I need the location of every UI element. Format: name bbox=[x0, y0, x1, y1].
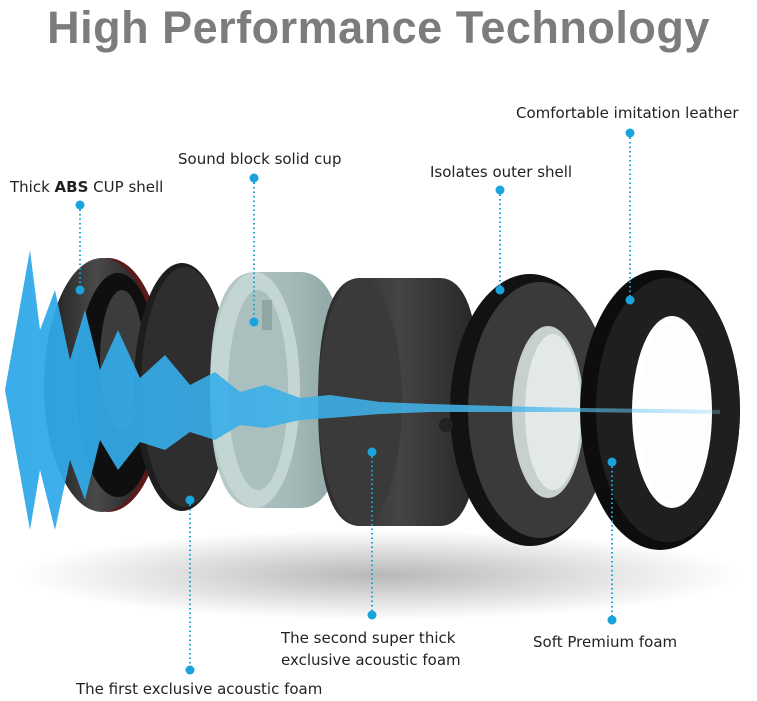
leader-dot bbox=[367, 610, 377, 620]
leader-dot bbox=[495, 185, 505, 195]
leader-dots bbox=[75, 128, 635, 675]
leader-dot bbox=[249, 173, 259, 183]
leader-dot bbox=[185, 495, 195, 505]
leader-dot bbox=[625, 295, 635, 305]
label-first-foam: The first exclusive acoustic foam bbox=[76, 680, 323, 698]
ground-shadow bbox=[20, 530, 740, 620]
leader-dot bbox=[75, 285, 85, 295]
label-sound-block: Sound block solid cup bbox=[178, 150, 342, 168]
label-abs-bold: ABS bbox=[54, 178, 89, 196]
leader-dot bbox=[607, 457, 617, 467]
sound-wave-graphic bbox=[5, 250, 720, 530]
label-second-foam-line2: exclusive acoustic foam bbox=[281, 651, 461, 669]
label-abs-cup-shell: Thick ABS CUP shell bbox=[10, 176, 163, 199]
leader-lines bbox=[79, 133, 631, 670]
leader-dot bbox=[625, 128, 635, 138]
label-leather: Comfortable imitation leather bbox=[516, 104, 739, 122]
leader-dot bbox=[607, 615, 617, 625]
label-soft-foam: Soft Premium foam bbox=[533, 633, 678, 651]
leader-dot bbox=[495, 285, 505, 295]
leader-dot bbox=[185, 665, 195, 675]
page-title: High Performance Technology bbox=[47, 2, 710, 53]
label-abs-suffix: CUP shell bbox=[88, 178, 164, 196]
label-isolates-shell: Isolates outer shell bbox=[430, 163, 573, 181]
label-second-foam-line1: The second super thick bbox=[281, 629, 456, 647]
leader-dot bbox=[367, 447, 377, 457]
leader-dot bbox=[249, 317, 259, 327]
leader-dot bbox=[75, 200, 85, 210]
label-abs-prefix: Thick bbox=[10, 178, 55, 196]
